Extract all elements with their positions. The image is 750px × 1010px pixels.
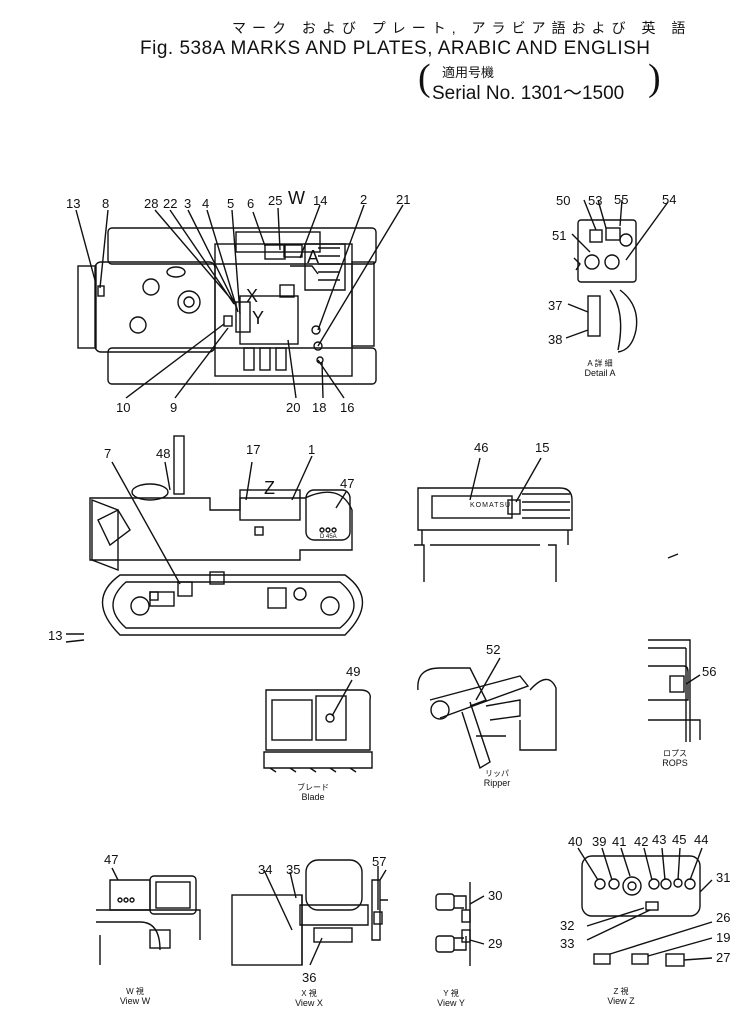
view-y-label-japanese: Y 視 (443, 989, 459, 998)
komatsu-plate-label: KOMATSU (470, 502, 512, 509)
view-x-label: View X (295, 998, 323, 1008)
view-z-label: View Z (607, 996, 635, 1006)
ripper-label-japanese: リッパ (485, 769, 509, 778)
detail-a-panel (565, 199, 669, 353)
callout-15: 15 (535, 440, 550, 455)
callout-35: 35 (286, 862, 301, 877)
callout-39: 39 (592, 834, 607, 849)
callout-44: 44 (694, 832, 709, 847)
callout-52: 52 (486, 642, 501, 657)
serial-range: Serial No. 1301～1500 (432, 83, 625, 104)
callout-32: 32 (560, 918, 575, 933)
callout-8: 8 (102, 196, 110, 211)
callout-6: 6 (247, 196, 255, 211)
view-letter-a: A (307, 247, 320, 267)
callout-49: 49 (346, 664, 361, 679)
rops-label: ROPS (662, 758, 688, 768)
rops-label-japanese: ロプス (663, 749, 687, 758)
hood-plate-view (414, 457, 679, 582)
view-y-label: View Y (437, 998, 465, 1008)
callout-14: 14 (313, 193, 328, 208)
callout-10: 10 (116, 400, 131, 415)
blade-label-japanese: ブレード (297, 783, 329, 792)
callout-41: 41 (612, 834, 627, 849)
view-y (435, 882, 485, 966)
view-z (577, 847, 713, 967)
callout-7: 7 (104, 446, 112, 461)
view-w (96, 867, 201, 965)
callout-46: 46 (474, 440, 489, 455)
view-w-label: View W (119, 996, 151, 1006)
callout-37: 37 (548, 298, 563, 313)
title-japanese: マーク および プレート, アラビア語および 英 語 (232, 20, 692, 36)
callout-20: 20 (286, 400, 301, 415)
view-letter-z: Z (264, 478, 275, 498)
callout-57: 57 (372, 854, 387, 869)
callout-34: 34 (258, 862, 273, 877)
callout-1: 1 (308, 442, 316, 457)
view-x (231, 859, 388, 966)
view-w-label-japanese: W 視 (126, 987, 144, 996)
callout-50: 50 (556, 193, 571, 208)
view-letter-x: X (246, 286, 259, 306)
callout-40: 40 (568, 834, 583, 849)
callout-38: 38 (548, 332, 563, 347)
serial-close-paren: ) (648, 57, 661, 99)
view-z-label-japanese: Z 視 (613, 987, 629, 996)
blade-label: Blade (301, 792, 325, 802)
callout-47: 47 (340, 476, 355, 491)
view-letter-w: W (288, 188, 305, 208)
callout-51: 51 (552, 228, 567, 243)
callout-16: 16 (340, 400, 355, 415)
figure-title: Fig. 538A MARKS AND PLATES, ARABIC AND E… (140, 38, 651, 59)
callout-18: 18 (312, 400, 327, 415)
serial-label-japanese: 適用号機 (442, 65, 495, 80)
top-view-tractor (75, 204, 404, 399)
detail-a-label: Detail A (584, 368, 616, 378)
callout-42: 42 (634, 834, 649, 849)
callout-9: 9 (170, 400, 178, 415)
callout-19: 19 (716, 930, 731, 945)
callout-33: 33 (560, 936, 575, 951)
serial-open-paren: ( (418, 57, 431, 99)
ripper-label: Ripper (483, 778, 511, 788)
callout-55: 55 (614, 192, 629, 207)
callout-2: 2 (360, 192, 368, 207)
callout-48: 48 (156, 446, 171, 461)
callout-36: 36 (302, 970, 317, 985)
callout-47-view-w: 47 (104, 852, 119, 867)
callout-21: 21 (396, 192, 411, 207)
callout-31: 31 (716, 870, 731, 885)
callout-17: 17 (246, 442, 261, 457)
detail-a-label-japanese: A 詳 細 (587, 359, 613, 368)
callout-26: 26 (716, 910, 731, 925)
callout-30: 30 (488, 888, 503, 903)
callout-25: 25 (268, 193, 283, 208)
side-view-tractor (65, 435, 364, 643)
view-x-label-japanese: X 視 (301, 989, 317, 998)
callout-29: 29 (488, 936, 503, 951)
callout-56: 56 (702, 664, 717, 679)
blade-view (263, 679, 373, 773)
callout-13-side: 13 (48, 628, 63, 643)
callout-5: 5 (227, 196, 235, 211)
callout-27: 27 (716, 950, 731, 965)
callout-43: 43 (652, 832, 667, 847)
callout-22: 22 (163, 196, 178, 211)
model-plate-label: D 45A (320, 534, 337, 540)
callout-3: 3 (184, 196, 192, 211)
callout-54: 54 (662, 192, 677, 207)
rops-view (648, 639, 701, 742)
view-letter-y: Y (252, 308, 265, 328)
callout-4: 4 (202, 196, 210, 211)
callout-53: 53 (588, 193, 603, 208)
callout-28: 28 (144, 196, 159, 211)
callout-13: 13 (66, 196, 81, 211)
ripper-view (417, 657, 557, 770)
callout-45: 45 (672, 832, 687, 847)
